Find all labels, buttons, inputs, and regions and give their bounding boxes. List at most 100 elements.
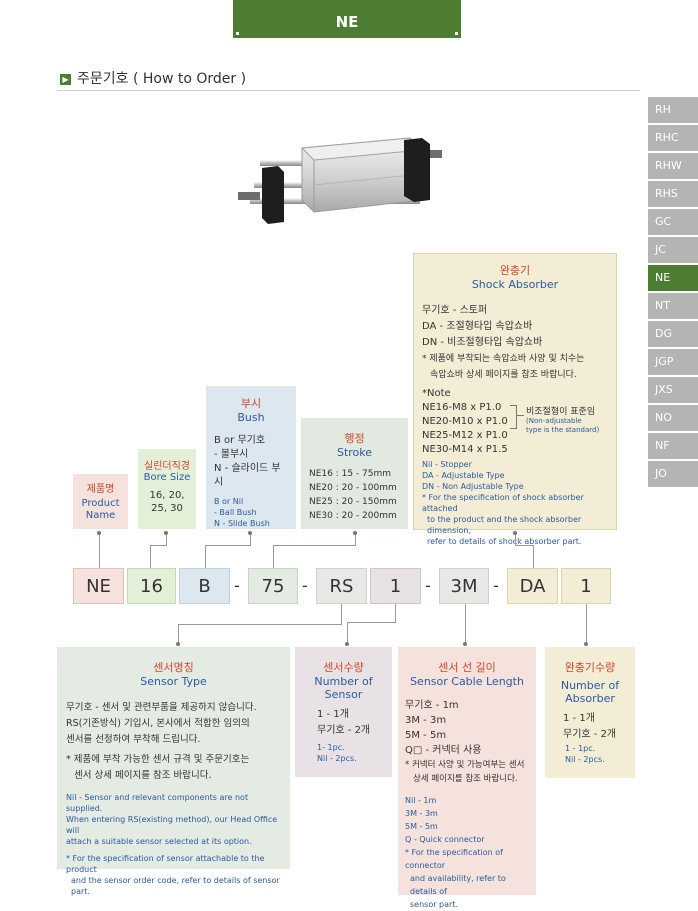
connector-bush-v [205,545,206,568]
bore-line-2: 25, 30 [151,503,183,514]
nav-item-rh[interactable]: RH [648,97,698,123]
product-image [238,137,442,224]
sensor-type-en-note-2: and the sensor order code, refer to deta… [71,876,280,896]
bush-line-1: B or 무기호 [214,435,266,446]
stroke-box: 행정 Stroke NE16 : 15 - 75mm NE20 : 20 - 1… [301,418,408,529]
sensor-type-title-en: Sensor Type [140,675,207,688]
header-tab: NE [233,0,461,38]
absorber-count-title-en-2: Absorber [565,692,615,705]
nav-item-rhc[interactable]: RHC [648,125,698,151]
sensor-count-line-1: 1 - 1개 [317,709,349,720]
shock-spec-20: NE20-M10 x P1.0 [422,416,508,427]
sensor-type-kr-1: 무기호 - 센서 및 관련부품을 제공하지 않습니다. [66,702,257,713]
nav-item-rhw[interactable]: RHW [648,153,698,179]
nav-item-no[interactable]: NO [648,405,698,431]
bush-en-2: - Ball Bush [214,508,257,517]
nav-item-nf[interactable]: NF [648,433,698,459]
spec-bracket [510,405,517,429]
code-dash-2: - [302,576,308,595]
title-divider [57,90,640,91]
code-dash-1: - [234,576,240,595]
connector-absorber [586,604,587,644]
bush-en-3: N - Slide Bush [214,519,270,528]
cable-en-nil: Nil - 1m [405,796,437,805]
connector-dot-stroke [353,531,357,535]
shock-en-nil: Nil - Stopper [422,460,472,469]
connector-count-h [347,622,396,623]
sensor-type-kr-3: 센서를 선정하여 부착해 드립니다. [66,734,201,745]
code-cell-sensor-count: 1 [370,568,421,604]
stroke-title-kr: 행정 [344,432,365,445]
code-dash-4: - [493,576,499,595]
bush-line-3: N - 슬라이드 부시 [214,463,281,488]
connector-stroke-h [273,545,356,546]
nav-item-ne[interactable]: NE [648,265,698,291]
connector-dot-bore [164,531,168,535]
absorber-count-line-1: 1 - 1개 [563,713,595,724]
sensor-count-title-kr: 센서수량 [323,661,364,674]
nav-item-dg[interactable]: DG [648,321,698,347]
code-cell-absorber-count: 1 [561,568,611,604]
nav-item-jxs[interactable]: JXS [648,377,698,403]
shock-note-kr-1: * 제품에 부착되는 속압쇼바 사양 및 치수는 [422,354,585,364]
connector-shock-v [533,545,534,568]
header-tab-label: NE [335,13,359,31]
connector-name-b [99,551,100,568]
connector-count-v2 [347,622,348,644]
cable-en-note-3: sensor part. [410,900,459,909]
header-dot-right [455,32,458,35]
connector-sensor-type-h [178,624,342,625]
stroke-title-en: Stroke [336,446,373,459]
section-title-text: 주문기호 ( How to Order ) [77,71,247,87]
sensor-count-title-en-2: Sensor [324,688,363,701]
code-cell-cable: 3M [439,568,489,604]
cable-en-note-1: * For the specification of connector [405,848,503,870]
shock-spec-25: NE25-M12 x P1.0 [422,430,508,441]
connector-stroke [355,533,356,545]
absorber-count-title-kr: 완충기수량 [564,661,616,674]
sensor-type-title-kr: 센서명칭 [153,661,194,674]
absorber-count-box: 완충기수량 Number of Absorber 1 - 1개 무기호 - 2개… [545,647,635,778]
connector-bore-h [150,545,167,546]
nav-item-jc[interactable]: JC [648,237,698,263]
cable-title-kr: 센서 선 길이 [438,661,496,674]
nav-item-jo[interactable]: JO [648,461,698,487]
stroke-row-16: NE16 : 15 - 75mm [309,469,392,479]
sensor-type-en-note-1: * For the specification of sensor attach… [66,854,265,874]
shock-note-kr-2: 속압쇼바 상세 페이지를 참조 바랍니다. [430,370,577,380]
shock-line-da: DA - 조절형타입 속압쇼바 [422,321,533,332]
cable-kr-note-1: * 커넥터 사양 및 가능여부는 센서 [405,760,525,770]
connector-bush-h [205,545,251,546]
shock-absorber-title-kr: 완충기 [499,264,531,277]
nav-item-nt[interactable]: NT [648,293,698,319]
cable-title-en: Sensor Cable Length [410,675,524,688]
stroke-row-30: NE30 : 20 - 200mm [309,511,397,521]
cable-en-note-2: and availability, refer to details of [410,874,506,896]
section-title: ▶주문기호 ( How to Order ) [60,68,246,88]
cable-line-3m: 3M - 3m [405,715,447,726]
shock-en-note-3: refer to details of shock absorber part. [427,537,582,546]
connector-dot-shock [513,531,517,535]
connector-shock-h [515,545,534,546]
code-cell-bore: 16 [127,568,176,604]
cable-length-box: 센서 선 길이 Sensor Cable Length 무기호 - 1m 3M … [398,647,536,909]
nav-item-gc[interactable]: GC [648,209,698,235]
connector-dot-bush [248,531,252,535]
connector-bore [166,533,167,545]
sensor-type-kr-note-2: 센서 상세 페이지를 참조 바랍니다. [74,770,212,781]
side-nav: RH RHC RHW RHS GC JC NE NT DG JGP JXS NO… [648,97,698,489]
bracket-en-2: type is the standard) [526,426,600,434]
nav-item-jgp[interactable]: JGP [648,349,698,375]
nav-item-rhs[interactable]: RHS [648,181,698,207]
bush-box: 부시 Bush B or 무기호 - 볼부시 N - 슬라이드 부시 B or … [206,386,296,529]
connector-name [99,533,100,551]
cable-line-nil: 무기호 - 1m [405,700,459,711]
sensor-count-title-en-1: Number of [314,675,373,688]
shock-en-dn: DN - Non Adjustable Type [422,482,524,491]
bush-title-en: Bush [237,411,265,424]
code-cell-product: NE [73,568,124,604]
shock-spec-16: NE16-M8 x P1.0 [422,402,502,413]
spec-bracket-tail [516,415,524,416]
product-name-title-en-2: Name [85,510,116,521]
sensor-type-box: 센서명칭 Sensor Type 무기호 - 센서 및 관련부품을 제공하지 않… [57,647,290,896]
